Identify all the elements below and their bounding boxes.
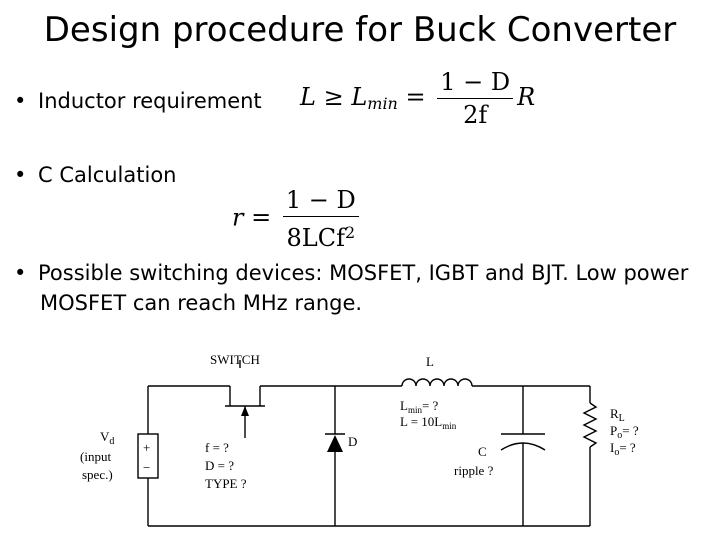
bullet-marker: •: [14, 261, 27, 285]
switch-param-type: TYPE ?: [205, 476, 247, 491]
eq1-equals: =: [405, 83, 426, 111]
diode-triangle: [327, 435, 343, 452]
source-label-line3: spec.): [82, 467, 113, 482]
bullet-text: Inductor requirement: [38, 89, 262, 113]
inductor-coil: [401, 378, 473, 387]
eq2-fraction: 1 − D 8LCf2: [282, 186, 359, 252]
slide-title: Design procedure for Buck Converter: [43, 10, 677, 50]
bullet-marker: •: [14, 89, 27, 113]
bullet-text-line2: MOSFET can reach MHz range.: [40, 291, 363, 315]
load-label-i: Io= ?: [610, 440, 636, 458]
source-minus: −: [143, 460, 150, 475]
switch-arrow: [241, 406, 249, 416]
source-plus: +: [143, 440, 150, 455]
eq2-denominator: 8LCf: [286, 224, 345, 252]
switch-label: SWITCH: [210, 352, 260, 367]
bullet-switching-devices: • Possible switching devices: MOSFET, IGB…: [14, 258, 714, 318]
bullet-text-line1: Possible switching devices: MOSFET, IGBT…: [38, 261, 689, 285]
load-resistor: [582, 402, 598, 448]
inductor-param-l: L = 10Lmin: [400, 414, 457, 431]
eq1-op: ≥: [323, 83, 344, 111]
eq1-lhs: L: [300, 83, 316, 111]
switch-param-d: D = ?: [205, 458, 234, 473]
eq2-denominator-sup: 2: [344, 223, 356, 242]
capacitor-param-ripple: ripple ?: [454, 463, 494, 478]
diode-label: D: [348, 434, 357, 449]
eq1-rhs: R: [517, 83, 536, 111]
load-label-p: Po= ?: [610, 423, 639, 441]
buck-converter-circuit: + − SWITCH Vd (input spec.) f = ? D = ? …: [80, 352, 639, 527]
load-label-r: RL: [610, 406, 625, 424]
eq2-equals: =: [251, 203, 272, 232]
capacitor-equation: r = 1 − D 8LCf2: [232, 186, 363, 252]
bullet-marker: •: [14, 163, 27, 187]
eq1-numerator: 1 − D: [437, 68, 514, 99]
switch-param-f: f = ?: [205, 440, 229, 455]
bullet-inductor: • Inductor requirement: [14, 86, 262, 116]
eq2-lhs: r: [232, 203, 244, 232]
eq2-numerator: 1 − D: [282, 186, 359, 217]
source-label-line1: Vd: [100, 429, 114, 447]
bullet-text: C Calculation: [38, 163, 177, 187]
eq1-denominator: 2f: [463, 101, 488, 129]
inductor-param-lmin: Lmin= ?: [400, 398, 439, 415]
source-label-line2: (input: [80, 449, 111, 464]
eq1-lmin: L: [351, 83, 368, 111]
voltage-source: [137, 433, 159, 479]
eq1-lmin-sub: min: [367, 94, 398, 113]
bullet-capacitor: • C Calculation: [14, 160, 177, 190]
capacitor-label: C: [478, 444, 487, 459]
inductor-label: L: [426, 354, 434, 369]
